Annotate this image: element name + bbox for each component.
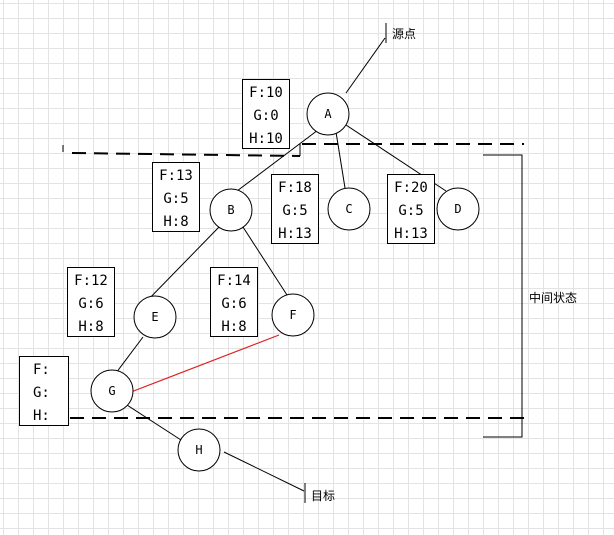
node-b-cost-box: F:13 G:5 H:8 [152,162,200,232]
intermediate-region-top-boundary [71,152,301,157]
node-b-f-value: F:13 [159,168,193,184]
node-g-h-value: H: [33,408,50,424]
edge-g-h [126,404,182,441]
node-e-h-value: H:8 [78,319,104,335]
target-label: 目标 [311,489,336,503]
node-f-label: F [289,308,296,322]
node-d-cost-box: F:20 G:5 H:13 [387,174,435,244]
node-f-h-value: H:8 [221,319,247,335]
node-e-cost-box: F:12 G:6 H:8 [67,267,115,337]
node-c-label: C [345,202,352,216]
node-c-cost-box: F:18 G:5 H:13 [271,174,319,244]
node-b-h-value: H:8 [163,214,189,230]
node-e-f-value: F:12 [74,273,108,289]
node-c-h-value: H:13 [278,226,312,242]
node-c-f-value: F:18 [278,180,312,196]
node-g-g-value: G: [33,385,50,401]
node-a-label: A [324,107,332,121]
node-d-h-value: H:13 [394,226,428,242]
node-g-f-value: F: [33,362,50,378]
node-a-f-value: F:10 [249,85,283,101]
node-c-g-value: G:5 [282,203,308,219]
node-c: C [327,187,371,231]
node-d-g-value: G:5 [398,203,424,219]
node-a: A [306,92,350,136]
node-b: B [209,188,253,232]
node-b-label: B [227,203,234,217]
node-f-cost-box: F:14 G:6 H:8 [210,267,258,337]
intermediate-region-bracket [483,154,523,438]
node-f: F [271,293,315,337]
edge-a-b [236,129,319,192]
node-f-g-value: G:6 [221,296,247,312]
node-a-h-value: H:10 [249,131,283,147]
node-a-g-value: G:0 [253,108,279,124]
node-d-label: D [454,202,461,216]
node-g-cost-box: F: G: H: [19,356,69,426]
node-g-label: G [108,384,115,398]
node-g: G [90,369,134,413]
edge-a-c [335,131,346,189]
intermediate-region-top-step [62,144,301,156]
edge-g-f-highlight [130,334,280,393]
node-h: H [177,428,221,472]
node-a-cost-box: F:10 G:0 H:10 [242,79,290,149]
edge-b-f [242,226,288,296]
node-b-g-value: G:5 [163,191,189,207]
edge-e-g [115,336,144,374]
node-e: E [133,295,177,339]
node-f-f-value: F:14 [217,273,251,289]
source-label: 源点 [392,27,417,41]
node-h-label: H [195,443,202,457]
target-pointer-line [223,451,305,492]
node-d: D [436,187,480,231]
node-d-f-value: F:20 [394,180,428,196]
node-e-label: E [151,310,158,324]
node-e-g-value: G:6 [78,296,104,312]
edge-b-e [142,225,221,306]
intermediate-state-label: 中间状态 [529,291,578,305]
source-pointer-line [345,37,386,94]
